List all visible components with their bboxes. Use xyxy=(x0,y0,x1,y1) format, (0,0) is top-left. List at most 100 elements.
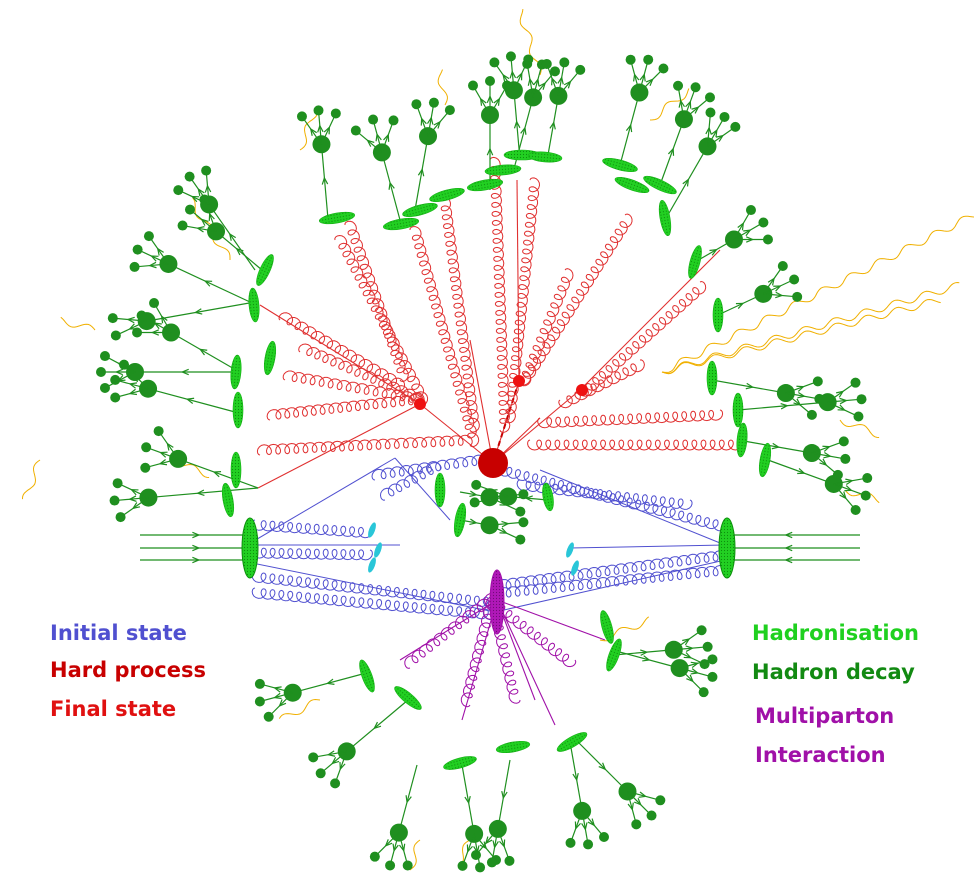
decay-line xyxy=(613,649,674,656)
decay-arrow xyxy=(710,128,718,138)
decay-arrow xyxy=(486,147,494,156)
gluon-line xyxy=(518,213,633,387)
hadron-node xyxy=(730,121,741,132)
hadronisation-cluster xyxy=(643,175,677,195)
hadron-node xyxy=(201,165,212,176)
decay-arrow xyxy=(524,495,533,502)
decay-arrow xyxy=(117,362,126,370)
decay-arrow xyxy=(735,302,745,309)
hadronisation-cluster xyxy=(712,297,724,333)
gluon-line xyxy=(344,220,409,383)
decay-line xyxy=(473,833,497,861)
hadron-node xyxy=(444,105,455,116)
decay-line xyxy=(168,263,251,303)
decay-arrow xyxy=(499,839,506,848)
gluon-line xyxy=(537,409,724,429)
gluon-line xyxy=(527,439,743,451)
decay-arrow xyxy=(200,218,209,226)
decay-arrow xyxy=(642,655,651,662)
decay-arrow xyxy=(839,491,847,500)
decay-line xyxy=(737,439,812,454)
decay-line xyxy=(811,440,845,454)
initial-state-line xyxy=(539,469,726,546)
gluon-line xyxy=(578,280,707,397)
decay-line xyxy=(170,331,237,371)
decay-arrow xyxy=(745,382,755,390)
hadron-node xyxy=(705,107,716,118)
decay-arrow xyxy=(373,721,382,730)
hadron-node xyxy=(141,442,152,453)
hadron-node xyxy=(655,795,666,806)
hadronisation-cluster xyxy=(443,756,477,770)
decay-arrow xyxy=(190,195,200,203)
decay-line xyxy=(372,119,383,153)
decay-arrow xyxy=(203,280,213,287)
hadron-node xyxy=(184,204,195,215)
decay-arrow xyxy=(321,176,329,185)
decay-arrow xyxy=(501,520,510,528)
decay-arrow xyxy=(625,123,633,133)
hadron-node xyxy=(485,76,495,86)
decay-arrow xyxy=(822,445,831,452)
decay-arrow xyxy=(128,388,138,396)
hadronisation-cluster xyxy=(466,178,504,192)
hadron-node xyxy=(254,678,265,689)
decay-arrow xyxy=(417,167,425,177)
decay-line xyxy=(292,671,371,694)
hadron-node xyxy=(674,110,693,129)
decay-line xyxy=(664,146,709,221)
hadron-node xyxy=(515,534,526,545)
hadron-node xyxy=(658,63,669,74)
decay-line xyxy=(489,521,524,526)
decay-arrow xyxy=(839,397,848,405)
decay-arrow xyxy=(128,382,138,389)
hard-process-vertex xyxy=(478,448,508,478)
decay-arrow xyxy=(690,661,700,669)
decay-line xyxy=(626,791,637,825)
decay-line xyxy=(833,483,866,497)
decay-arrow xyxy=(520,126,527,135)
decay-line xyxy=(673,629,702,651)
hadron-node xyxy=(575,64,586,75)
hadron-node xyxy=(541,58,552,69)
decay-line xyxy=(475,484,509,498)
decay-arrow xyxy=(388,181,395,190)
gluon-line xyxy=(278,312,406,391)
hadron-node xyxy=(110,374,121,385)
hadron-node xyxy=(856,394,867,405)
beam-remnant xyxy=(571,560,579,576)
legend-final-state: Final state xyxy=(50,697,177,721)
decay-line xyxy=(785,392,813,416)
decay-arrow xyxy=(196,226,205,233)
hadron-node xyxy=(860,490,871,501)
hadron-node xyxy=(702,641,713,652)
multiparton-line xyxy=(496,599,556,726)
hadron-node xyxy=(140,462,151,473)
decay-line xyxy=(557,62,565,97)
decay-arrow xyxy=(208,212,215,221)
decay-arrow xyxy=(499,527,508,534)
decay-arrow xyxy=(691,106,700,114)
decay-line xyxy=(706,116,726,147)
hadron-node xyxy=(583,839,594,850)
hadron-node xyxy=(812,376,823,387)
decay-arrow xyxy=(633,73,640,82)
decay-line xyxy=(532,64,543,98)
decay-line xyxy=(427,102,435,137)
decay-arrow xyxy=(130,489,139,496)
decay-line xyxy=(677,85,685,120)
hadron-node xyxy=(109,495,120,506)
decay-line xyxy=(146,301,256,322)
final-state-vertex xyxy=(576,384,588,396)
photon-line xyxy=(661,215,974,373)
decay-arrow xyxy=(797,467,806,475)
decay-arrow xyxy=(513,120,521,129)
hadron-node xyxy=(143,231,154,242)
decay-line xyxy=(833,477,868,485)
decay-line xyxy=(474,495,509,504)
gluon-line xyxy=(251,587,498,621)
decay-arrow xyxy=(678,99,686,108)
decay-arrow xyxy=(392,843,399,853)
decay-line xyxy=(148,235,169,265)
